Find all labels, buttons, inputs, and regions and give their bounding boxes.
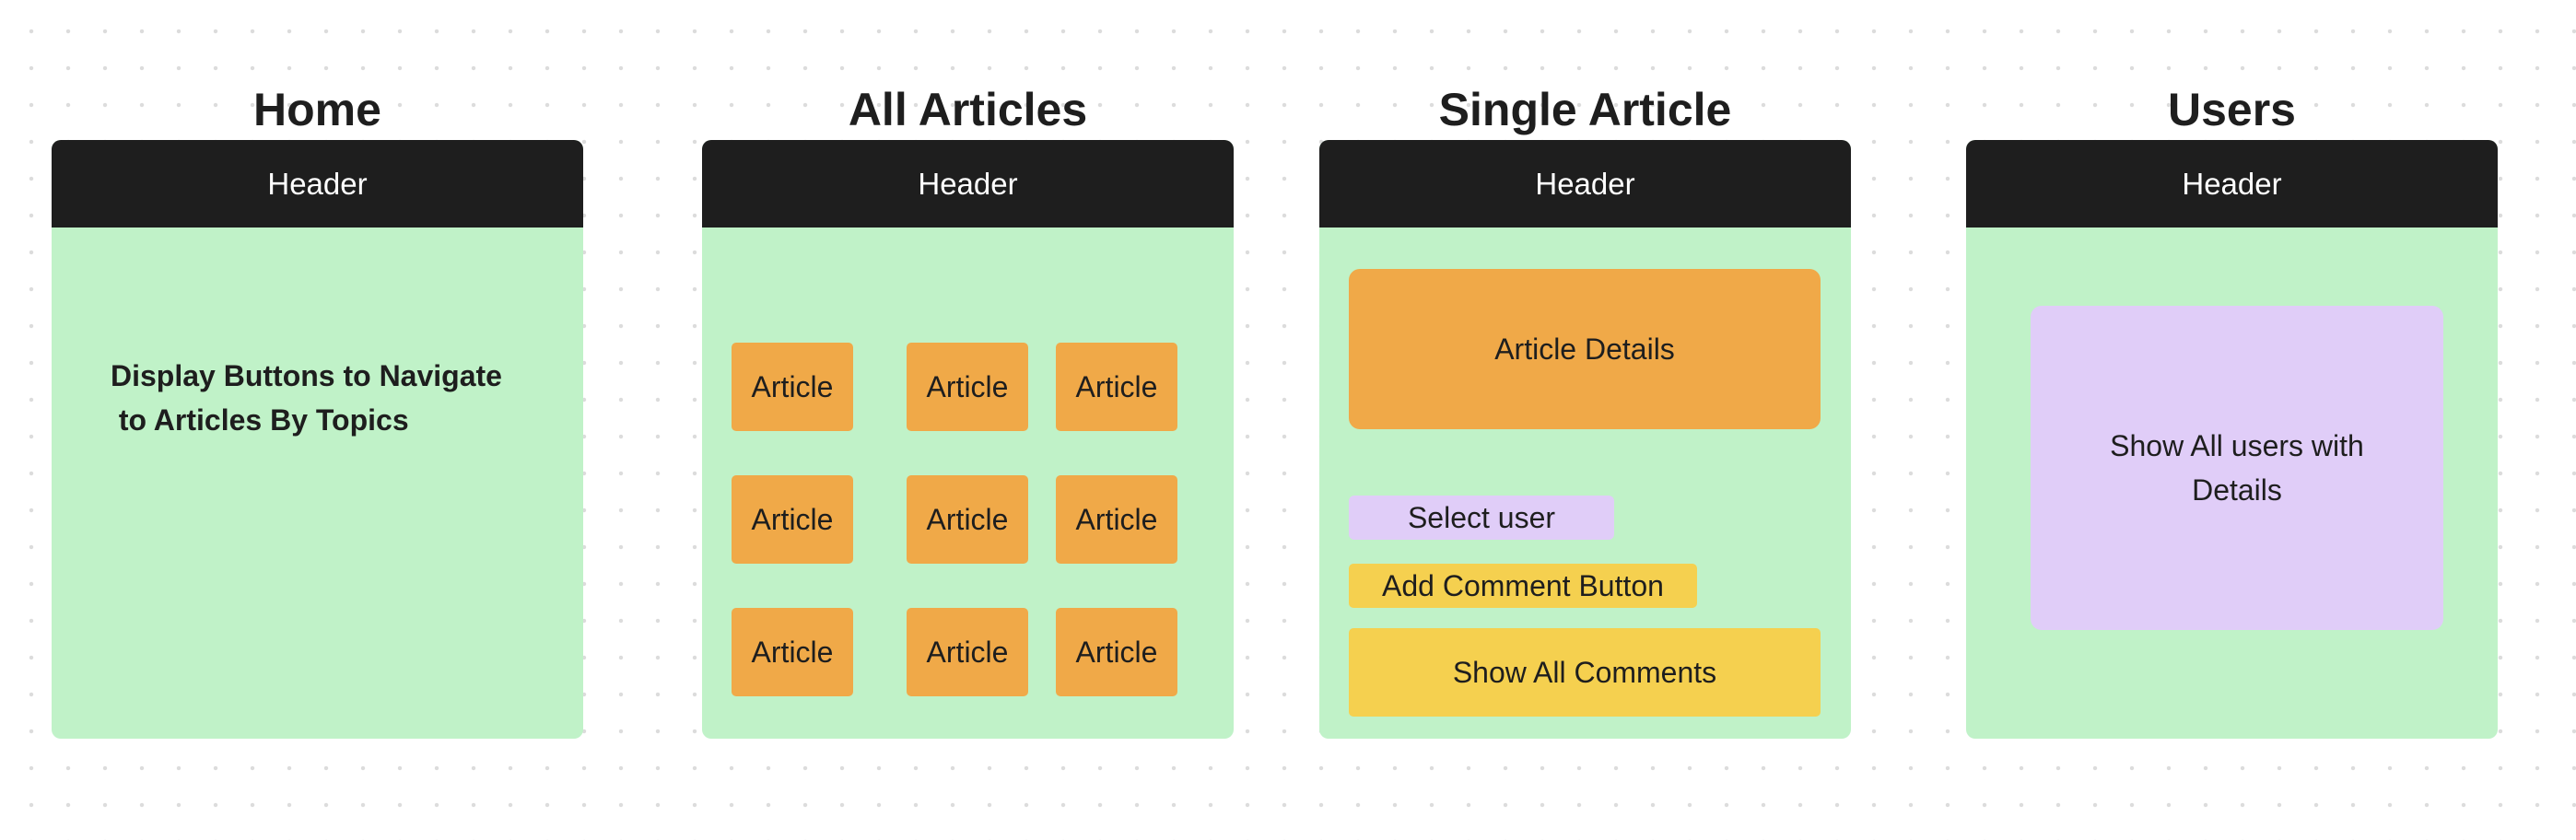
article-card: Article bbox=[1056, 475, 1177, 564]
home-header: Header bbox=[52, 140, 583, 228]
users-list-box: Show All users with Details bbox=[2031, 306, 2443, 630]
article-card: Article bbox=[907, 475, 1028, 564]
users-header: Header bbox=[1966, 140, 2498, 228]
home-note: Display Buttons to Navigate to Articles … bbox=[111, 359, 502, 437]
add-comment-button[interactable]: Add Comment Button bbox=[1349, 564, 1697, 608]
all-articles-frame-title: All Articles bbox=[848, 84, 1088, 135]
article-card: Article bbox=[732, 343, 853, 431]
single-article-frame: Header Article Details Select user Add C… bbox=[1319, 140, 1851, 739]
article-card: Article bbox=[1056, 343, 1177, 431]
single-article-frame-title: Single Article bbox=[1438, 84, 1732, 135]
article-card: Article bbox=[907, 343, 1028, 431]
home-frame: Header Display Buttons to Navigate to Ar… bbox=[52, 140, 583, 739]
show-all-comments-button[interactable]: Show All Comments bbox=[1349, 628, 1821, 717]
article-card: Article bbox=[907, 608, 1028, 696]
article-card: Article bbox=[1056, 608, 1177, 696]
users-frame-title: Users bbox=[2168, 84, 2296, 135]
select-user-dropdown[interactable]: Select user bbox=[1349, 496, 1614, 540]
article-card: Article bbox=[732, 608, 853, 696]
all-articles-frame: Header Article Article Article Article A… bbox=[702, 140, 1234, 739]
users-frame: Header Show All users with Details bbox=[1966, 140, 2498, 739]
article-details-box: Article Details bbox=[1349, 269, 1821, 429]
all-articles-header: Header bbox=[702, 140, 1234, 228]
single-article-header: Header bbox=[1319, 140, 1851, 228]
article-card: Article bbox=[732, 475, 853, 564]
home-frame-title: Home bbox=[253, 84, 381, 135]
